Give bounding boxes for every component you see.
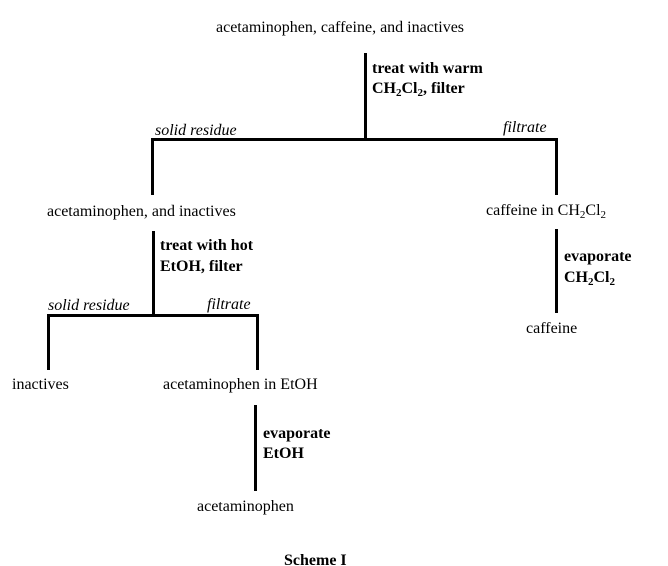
step3-text-line1: evaporate xyxy=(564,248,632,265)
connector-step2 xyxy=(152,231,155,316)
split-bar-2 xyxy=(47,314,259,317)
label-solid-residue-2: solid residue xyxy=(48,297,130,314)
step4-text-line1: evaporate xyxy=(263,425,331,442)
branch-left-2 xyxy=(47,314,50,370)
branch-right-1 xyxy=(555,138,558,195)
label-filtrate-1: filtrate xyxy=(503,119,547,136)
label-solid-residue-1: solid residue xyxy=(155,122,237,139)
node-caffeine: caffeine xyxy=(526,320,578,337)
node-starting-mixture: acetaminophen, caffeine, and inactives xyxy=(216,19,465,36)
step2-text-line2: EtOH, filter xyxy=(160,258,243,275)
connector-step3 xyxy=(555,229,558,313)
branch-right-2 xyxy=(256,314,259,370)
step4-text-line2: EtOH xyxy=(263,445,304,462)
step3-text-line2: CH2Cl2 xyxy=(564,269,615,288)
node-acetaminophen: acetaminophen xyxy=(197,498,294,515)
node-acetaminophen-inactives: acetaminophen, and inactives xyxy=(47,203,236,220)
step1-text-line2: CH2Cl2, filter xyxy=(372,80,465,99)
step2-text-line1: treat with hot xyxy=(160,237,254,254)
split-bar-1 xyxy=(151,138,558,141)
connector-step4 xyxy=(254,405,257,491)
label-filtrate-2: filtrate xyxy=(207,296,251,313)
node-acetaminophen-in-etoh: acetaminophen in EtOH xyxy=(163,376,318,393)
branch-left-1 xyxy=(151,138,154,195)
node-caffeine-in-ch2cl2: caffeine in CH2Cl2 xyxy=(486,202,607,221)
connector-step1 xyxy=(364,53,367,140)
step1-text-line1: treat with warm xyxy=(372,60,483,77)
scheme-caption: Scheme I xyxy=(284,552,347,566)
node-inactives: inactives xyxy=(12,376,69,393)
